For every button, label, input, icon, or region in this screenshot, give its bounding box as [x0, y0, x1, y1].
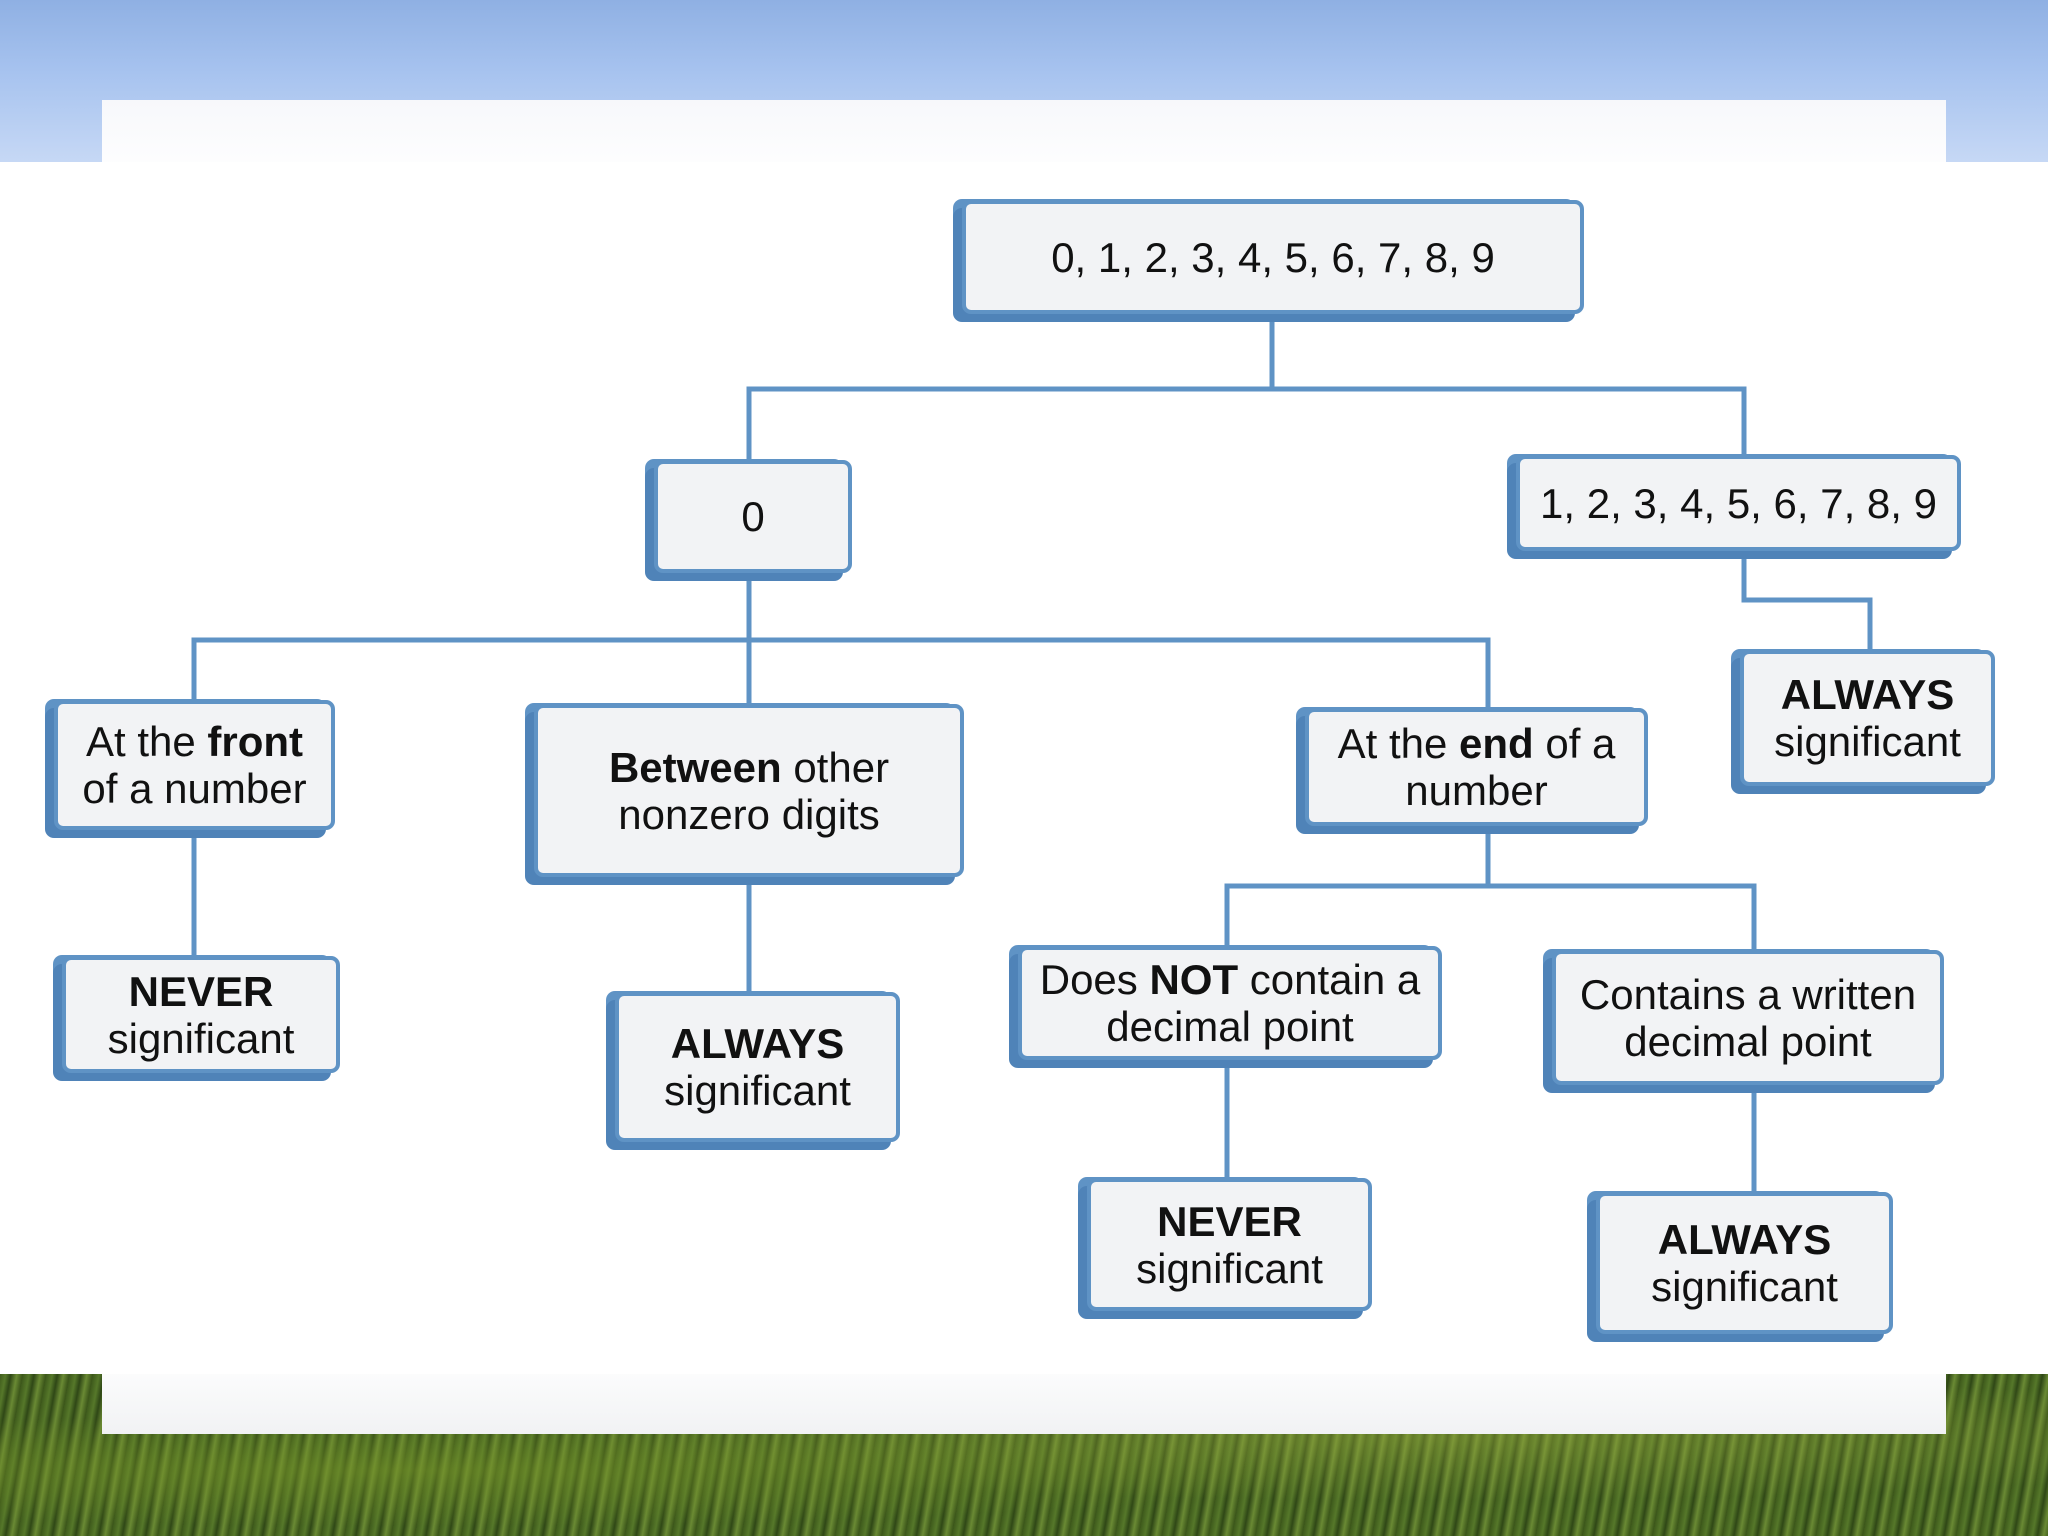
between-line1: Between other [609, 744, 889, 791]
front-pre: At the [85, 718, 208, 765]
nonzero-digits-label: 1, 2, 3, 4, 5, 6, 7, 8, 9 [1540, 479, 1937, 527]
end-line1: At the end of a [1338, 720, 1616, 767]
no-decimal-point-box: Does NOT contain a decimal point [1018, 946, 1442, 1060]
between-rest: other [781, 743, 890, 791]
no-decimal-result-bold: NEVER [1157, 1197, 1302, 1245]
front-line1: At the front [82, 718, 306, 765]
front-bold: front [207, 718, 304, 765]
between-digits-box: Between other nonzero digits [534, 704, 964, 877]
no-decimal-line1: Does NOT contain a [1040, 956, 1421, 1003]
between-always-significant-box: ALWAYS significant [615, 992, 900, 1142]
decimal-result-bold: ALWAYS [1657, 1216, 1832, 1263]
end-line2: number [1405, 767, 1548, 814]
front-line2: of a number [82, 765, 307, 812]
nonzero-result-bold: ALWAYS [1780, 671, 1955, 718]
root-digits-box: 0, 1, 2, 3, 4, 5, 6, 7, 8, 9 [962, 200, 1584, 314]
front-of-number-box: At the front of a number [54, 700, 335, 830]
decimal-line2: decimal point [1624, 1017, 1872, 1065]
decimal-always-significant-box: ALWAYS significant [1596, 1192, 1893, 1334]
zero-label: 0 [741, 493, 765, 540]
end-post: of a [1533, 720, 1616, 767]
root-digits-label: 0, 1, 2, 3, 4, 5, 6, 7, 8, 9 [1051, 233, 1495, 281]
nonzero-digits-box: 1, 2, 3, 4, 5, 6, 7, 8, 9 [1516, 455, 1961, 551]
between-bold: Between [608, 743, 782, 791]
no-decimal-never-significant-box: NEVER significant [1087, 1178, 1372, 1311]
between-result-rest: significant [664, 1067, 851, 1114]
nonzero-result-rest: significant [1774, 718, 1961, 765]
no-decimal-bold: NOT [1149, 956, 1239, 1003]
between-result-bold: ALWAYS [670, 1020, 845, 1067]
front-never-significant-box: NEVER significant [62, 956, 340, 1073]
zero-box: 0 [654, 460, 852, 573]
nonzero-always-significant-box: ALWAYS significant [1740, 650, 1995, 786]
end-bold: end [1459, 720, 1534, 767]
end-pre: At the [1337, 720, 1459, 767]
no-decimal-pre: Does [1039, 956, 1150, 1003]
front-result-rest: significant [107, 1014, 295, 1062]
between-line2: nonzero digits [618, 790, 880, 838]
decimal-result-rest: significant [1651, 1263, 1838, 1310]
front-result-bold: NEVER [128, 967, 274, 1015]
no-decimal-post: contain a [1238, 956, 1421, 1003]
no-decimal-line2: decimal point [1106, 1003, 1354, 1050]
decimal-line1: Contains a written [1579, 970, 1917, 1018]
end-of-number-box: At the end of a number [1305, 708, 1648, 826]
diagram-area [0, 162, 2048, 1374]
decimal-point-box: Contains a written decimal point [1552, 950, 1944, 1085]
no-decimal-result-rest: significant [1136, 1244, 1323, 1292]
